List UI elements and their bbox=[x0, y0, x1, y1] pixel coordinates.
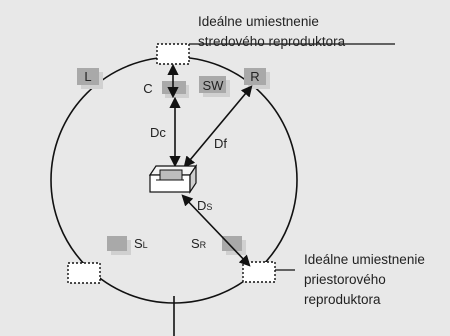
ideal-center-box bbox=[156, 43, 190, 65]
surround-caption-line: reproduktora bbox=[304, 292, 381, 307]
ideal-surround-left-box bbox=[67, 262, 101, 284]
speaker-left-box bbox=[77, 68, 99, 85]
distance-surround-label: DS bbox=[197, 198, 212, 213]
distance-front-label: Df bbox=[214, 136, 227, 151]
speaker-surround-left-label: SL bbox=[134, 236, 148, 251]
speaker-right-label: R bbox=[250, 69, 259, 84]
surround-placement-caption: Ideálne umiestnenie priestorového reprod… bbox=[304, 250, 425, 310]
speaker-right-box bbox=[244, 68, 266, 85]
speaker-left-label: L bbox=[84, 69, 91, 84]
distance-front-arrow bbox=[183, 85, 253, 168]
surround-caption-line: priestorového bbox=[304, 272, 386, 287]
speaker-surround-right-label: SR bbox=[191, 236, 207, 251]
listener-chair-icon bbox=[148, 164, 198, 194]
surround-caption-line: Ideálne umiestnenie bbox=[304, 252, 425, 267]
speaker-surround-right-box bbox=[222, 236, 242, 251]
center-placement-caption: Ideálne umiestnenie stredového reprodukt… bbox=[198, 12, 345, 52]
speaker-center-label: C bbox=[143, 81, 152, 96]
speaker-center-box bbox=[162, 81, 186, 94]
center-caption-line: stredového reproduktora bbox=[198, 34, 346, 49]
distance-center-label: Dc bbox=[150, 125, 166, 140]
ideal-surround-right-box bbox=[242, 261, 276, 283]
distance-surround-arrow bbox=[181, 194, 251, 267]
subwoofer-label: SW bbox=[203, 78, 225, 93]
speaker-surround-left-box bbox=[107, 236, 127, 251]
center-caption-line: Ideálne umiestnenie bbox=[198, 14, 319, 29]
